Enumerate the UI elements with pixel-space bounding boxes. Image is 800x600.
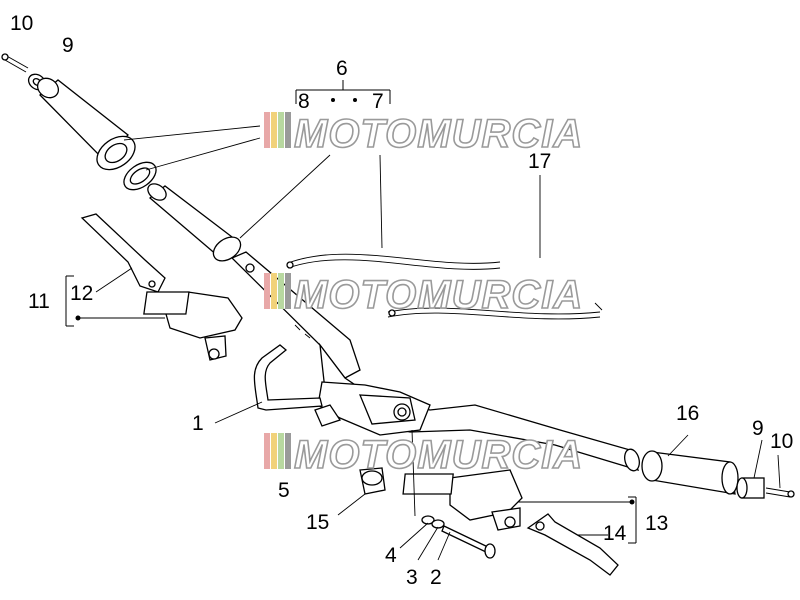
callout-10-right: 10 (770, 430, 793, 453)
wm-stripe (285, 433, 291, 469)
wm-stripe (264, 112, 270, 148)
bar-end-screw-right (765, 454, 795, 498)
watermark-text: MOTOMURCIA (294, 273, 583, 317)
callout-1: 1 (192, 412, 204, 435)
callout-3: 3 (406, 566, 418, 589)
bracket-13 (628, 496, 637, 544)
left-grip-assembly (1, 53, 331, 262)
callout-5: 5 (278, 479, 290, 502)
callout-14: 14 (603, 522, 627, 545)
right-master-cylinder (402, 469, 635, 531)
wm-stripe (278, 433, 284, 469)
callout-10-left: 10 (10, 12, 33, 35)
callout-4: 4 (385, 544, 397, 567)
throttle-cable (286, 154, 603, 320)
callout-12: 12 (70, 282, 93, 305)
callout-15: 15 (306, 511, 329, 534)
bracket-11 (65, 275, 74, 327)
left-master-cylinder (75, 291, 243, 361)
bar-end-weight-right (736, 439, 765, 499)
watermark-2: MOTOMURCIA (264, 272, 583, 318)
watermark-text: MOTOMURCIA (294, 112, 583, 156)
watermark-3: MOTOMURCIA (264, 432, 583, 478)
callout-9-right: 9 (752, 417, 764, 440)
callout-16: 16 (676, 402, 699, 425)
wm-stripe (285, 112, 291, 148)
left-brake-lever (80, 213, 166, 293)
callout-11: 11 (28, 290, 50, 313)
wm-stripe (271, 273, 277, 309)
left-grip (36, 77, 136, 171)
wm-stripe (264, 433, 270, 469)
callout-17: 17 (528, 150, 551, 173)
throttle-sleeve (147, 183, 242, 262)
callout-2: 2 (430, 566, 442, 589)
brake-pipe (214, 344, 323, 424)
stop-switch (337, 467, 386, 516)
wm-stripe (285, 273, 291, 309)
wm-stripe (278, 112, 284, 148)
callout-9-left: 9 (62, 34, 74, 57)
callout-6: 6 (336, 57, 348, 80)
wm-stripe (278, 273, 284, 309)
right-grip (641, 434, 739, 495)
bar-end-screw-left (1, 53, 29, 73)
watermark-text: MOTOMURCIA (294, 433, 583, 477)
wm-stripe (264, 273, 270, 309)
right-grip-assembly (641, 434, 795, 499)
wm-stripe (271, 433, 277, 469)
watermark-1: MOTOMURCIA (264, 111, 583, 157)
wm-stripe (271, 112, 277, 148)
callout-8: 8 (298, 90, 310, 113)
right-brake-lever (526, 513, 619, 576)
callout-13: 13 (645, 512, 668, 535)
bolt-and-washers (399, 429, 496, 561)
bracket-6 (295, 80, 391, 104)
callout-7: 7 (372, 90, 384, 113)
handlebar (230, 251, 640, 472)
